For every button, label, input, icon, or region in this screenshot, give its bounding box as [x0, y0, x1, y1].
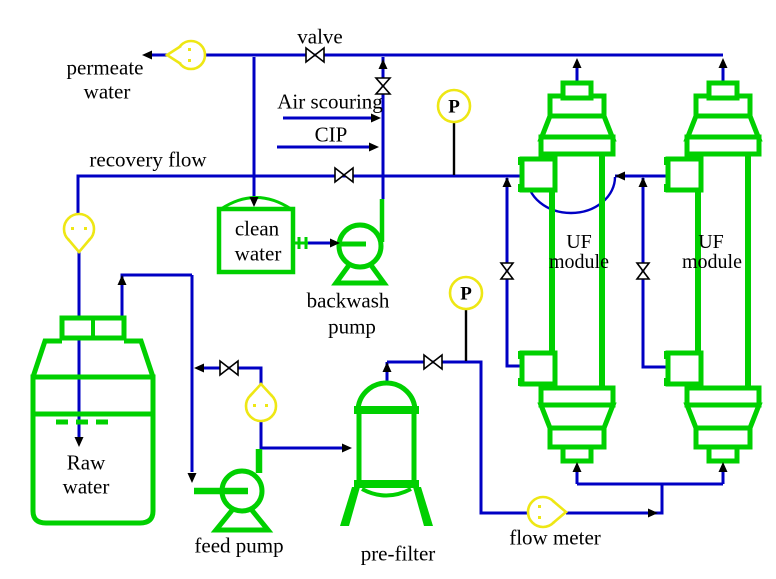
flow-meter-permeate	[164, 39, 207, 71]
flow-meter-icon	[175, 39, 207, 71]
label-clean-water-1: clean	[234, 216, 280, 241]
feed-pump	[194, 449, 274, 533]
label-uf-module-left-2: module	[549, 251, 609, 273]
module-upper-port	[519, 156, 558, 193]
pipe-raw-draw	[120, 273, 192, 318]
module-lower-port	[665, 350, 704, 387]
label-recovery-flow: recovery flow	[89, 147, 207, 172]
module-bottom-flare	[683, 402, 763, 431]
pressure-gauge-icon	[448, 275, 484, 311]
vessel-leg-right	[413, 487, 433, 526]
module-bottom-neck	[693, 425, 753, 450]
label-uf-module-left-1: UF	[566, 231, 592, 253]
pipe-riser-right	[641, 178, 667, 369]
module-top-band	[538, 134, 616, 157]
flow-arrows	[74, 50, 728, 518]
pressure-gauge-icon	[436, 88, 472, 124]
valve-icon-riser-right	[635, 262, 651, 280]
label-raw-water-1: Raw	[66, 450, 106, 475]
module-bottom-flare	[537, 402, 617, 431]
valve-icon-prefilter-out	[423, 353, 443, 371]
label-flow-meter: flow meter	[509, 525, 601, 550]
label-air-scouring: Air scouring	[277, 89, 383, 114]
label-uf-module-right-1: UF	[698, 231, 724, 253]
module-top-band	[684, 134, 762, 157]
pipe-recovery	[76, 174, 522, 215]
module-bottom-band	[684, 385, 762, 408]
uf-module-1	[518, 80, 617, 464]
label-backwash-pump-1: backwash	[306, 288, 390, 313]
pipe-riser-left	[505, 178, 521, 368]
flow-meter-cone	[164, 44, 182, 66]
flow-meter-cone	[552, 500, 569, 524]
module-upper-port	[665, 156, 704, 193]
pipe-to-prefilter	[259, 421, 345, 450]
vessel-bottom-head	[361, 487, 412, 498]
label-cip: CIP	[314, 122, 348, 147]
tank-body	[30, 374, 156, 526]
label-clean-water-2: water	[234, 241, 282, 266]
pipe-bottom-feed	[566, 484, 664, 515]
valve-icon-riser-left	[499, 262, 515, 280]
label-pre-filter: pre-filter	[360, 541, 436, 566]
vessel-shell	[356, 413, 417, 483]
module-top-cap	[560, 80, 594, 101]
valve-icon-backwash-riser	[374, 77, 392, 95]
label-pressure-gauge-2: P	[460, 283, 472, 305]
label-permeate-water-2: water	[83, 79, 131, 104]
flow-meter-cone	[67, 238, 91, 255]
label-permeate-water-1: permeate	[66, 55, 144, 80]
pump-base	[210, 494, 274, 533]
flow-meter-uf-feed	[526, 495, 569, 529]
valve-icon-bypass	[219, 359, 239, 377]
label-uf-module-right-2: module	[682, 251, 742, 273]
module-bottom-neck	[547, 425, 607, 450]
piping-lines	[76, 53, 725, 515]
label-backwash-pump-2: pump	[328, 314, 376, 339]
valves	[219, 46, 651, 377]
module-top-cap	[706, 80, 740, 101]
backwash-pump	[331, 199, 389, 286]
raw-water-tank	[30, 315, 156, 526]
module-bottom-cap	[560, 444, 594, 464]
module-lower-port	[519, 350, 558, 387]
tank-shoulder	[30, 338, 156, 378]
tank-shell	[216, 206, 296, 275]
flow-meter-feed	[244, 382, 278, 423]
pre-filter	[340, 380, 433, 526]
arrow-permeate-out	[142, 50, 152, 60]
union-fitting	[293, 237, 308, 249]
label-valve: valve	[297, 24, 343, 49]
flow-meter-cone	[249, 382, 273, 397]
valve-icon-permeate	[305, 46, 325, 64]
vessel-leg-left	[340, 487, 360, 526]
flow-meter-recovery	[62, 212, 96, 255]
label-pressure-gauge-1: P	[448, 96, 460, 118]
module-bottom-band	[538, 385, 616, 408]
valve-icon-recovery	[334, 166, 354, 184]
label-raw-water-2: water	[62, 474, 110, 499]
label-feed-pump: feed pump	[194, 533, 284, 558]
vessel-dome	[355, 380, 418, 412]
module-bottom-cap	[706, 444, 740, 464]
uf-module-2	[664, 80, 763, 464]
